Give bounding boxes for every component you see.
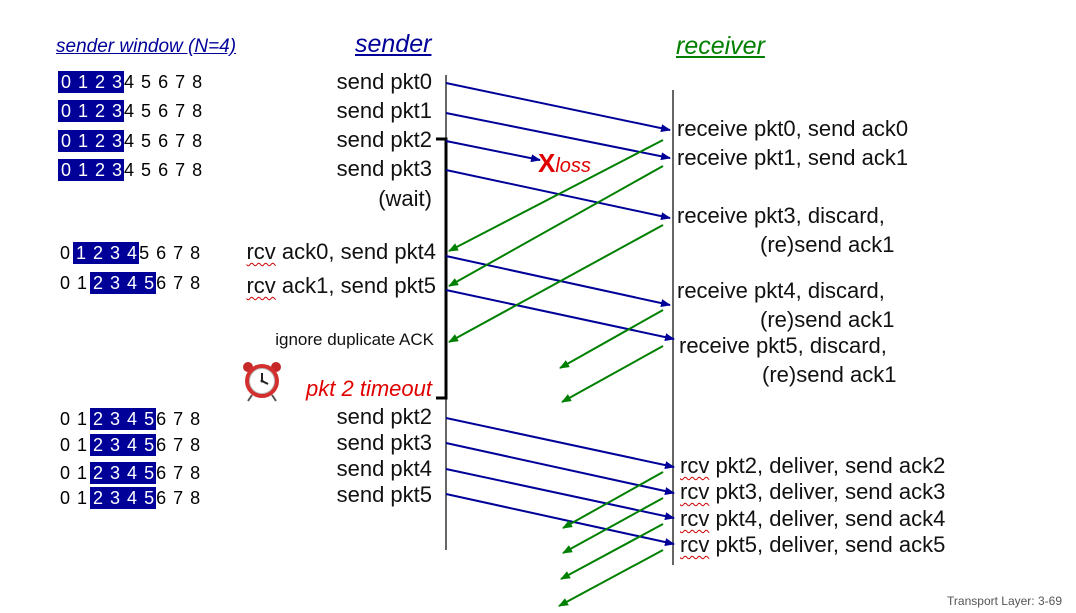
loss-x-icon: X <box>538 148 556 178</box>
receive-pkt3-resend-label: (re)send ack1 <box>760 232 895 257</box>
pkt0-arrow <box>445 82 671 133</box>
window-unacked-before: 0 1 <box>60 409 89 429</box>
pkt2-timeout-label: pkt 2 timeout <box>306 376 432 401</box>
window-unacked-before: 0 1 <box>60 273 89 293</box>
window-after: 6 7 8 <box>156 488 202 508</box>
ack1-dup-arrow-2 <box>559 309 664 369</box>
receive-pkt5-resend-label: (re)send ack1 <box>762 362 897 387</box>
window-after: 6 7 8 <box>156 435 202 455</box>
send-pkt1-label: send pkt1 <box>336 98 432 123</box>
window-after: 4 5 6 7 8 <box>124 101 204 121</box>
ack1-dup-arrow-1 <box>448 224 664 343</box>
resend-pkt2-arrow <box>445 417 675 470</box>
sender-heading: sender <box>355 30 432 58</box>
window-highlight: 0 1 2 3 <box>58 100 125 122</box>
wait-label: (wait) <box>378 186 432 211</box>
window-highlight: 2 3 4 5 <box>90 272 157 294</box>
deliver-pkt3-label: rcv pkt3, deliver, send ack3 <box>680 479 946 504</box>
window-highlight: 2 3 4 5 <box>90 408 157 430</box>
receiver-heading: receiver <box>676 32 765 60</box>
window-highlight: 1 2 3 4 <box>73 242 140 264</box>
receive-pkt1-label: receive pkt1, send ack1 <box>677 145 909 170</box>
window-after: 4 5 6 7 8 <box>124 131 204 151</box>
receive-pkt4-label: receive pkt4, discard, <box>677 278 885 303</box>
ignore-duplicate-ack-label: ignore duplicate ACK <box>275 330 434 349</box>
resend-pkt2-label: send pkt2 <box>336 404 432 429</box>
ack0-arrow <box>448 139 664 252</box>
resend-pkt4-label: send pkt4 <box>336 456 432 481</box>
window-highlight: 2 3 4 5 <box>90 487 157 509</box>
window-after: 6 7 8 <box>156 463 202 483</box>
window-highlight: 2 3 4 5 <box>90 462 157 484</box>
footer-label: Transport Layer: 3-69 <box>947 594 1062 608</box>
receive-pkt3-label: receive pkt3, discard, <box>677 203 885 228</box>
ack1-arrow <box>448 165 664 287</box>
resend-pkt5-label: send pkt5 <box>336 482 432 507</box>
window-unacked-before: 0 1 <box>60 463 89 483</box>
timer-bracket <box>436 137 448 400</box>
loss-label: loss <box>555 155 591 177</box>
deliver-pkt4-label: rcv pkt4, deliver, send ack4 <box>680 506 946 531</box>
rcv-ack0-label: rcv ack0, send pkt4 <box>246 239 436 264</box>
ack5-arrow <box>558 549 664 607</box>
send-pkt3-label: send pkt3 <box>336 156 432 181</box>
window-unacked-before: 0 <box>60 243 72 263</box>
ack2-arrow <box>562 471 664 529</box>
ack3-arrow <box>562 497 664 554</box>
window-highlight: 0 1 2 3 <box>58 159 125 181</box>
send-pkt0-label: send pkt0 <box>336 69 432 94</box>
ack4-arrow <box>560 523 664 580</box>
alarm-clock-icon <box>243 362 281 402</box>
receive-pkt0-label: receive pkt0, send ack0 <box>677 116 909 141</box>
window-after: 6 7 8 <box>156 273 202 293</box>
rcv-ack1-label: rcv ack1, send pkt5 <box>246 273 436 298</box>
window-highlight: 0 1 2 3 <box>58 71 125 93</box>
window-after: 4 5 6 7 8 <box>124 72 204 92</box>
pkt2-arrow-lost <box>445 140 541 163</box>
window-after: 6 7 8 <box>156 409 202 429</box>
send-pkt2-label: send pkt2 <box>336 127 432 152</box>
window-unacked-before: 0 1 <box>60 488 89 508</box>
window-highlight: 0 1 2 3 <box>58 130 125 152</box>
window-after: 4 5 6 7 8 <box>124 160 204 180</box>
receive-pkt5-label: receive pkt5, discard, <box>679 333 887 358</box>
resend-pkt3-label: send pkt3 <box>336 430 432 455</box>
loss-marker: Xloss <box>538 148 591 179</box>
receive-pkt4-resend-label: (re)send ack1 <box>760 307 895 332</box>
window-after: 5 6 7 8 <box>139 243 202 263</box>
resend-pkt3-arrow <box>445 442 675 495</box>
sender-window-heading: sender window (N=4) <box>56 36 237 57</box>
resend-pkt4-arrow <box>445 468 675 521</box>
pkt4-arrow <box>445 255 671 307</box>
deliver-pkt2-label: rcv pkt2, deliver, send ack2 <box>680 453 946 478</box>
window-unacked-before: 0 1 <box>60 435 89 455</box>
pkt5-arrow <box>445 289 675 342</box>
resend-pkt5-arrow <box>445 493 675 546</box>
window-highlight: 2 3 4 5 <box>90 434 157 456</box>
ack1-dup-arrow-3 <box>561 345 664 403</box>
deliver-pkt5-label: rcv pkt5, deliver, send ack5 <box>680 532 946 557</box>
pkt1-arrow <box>445 112 671 161</box>
